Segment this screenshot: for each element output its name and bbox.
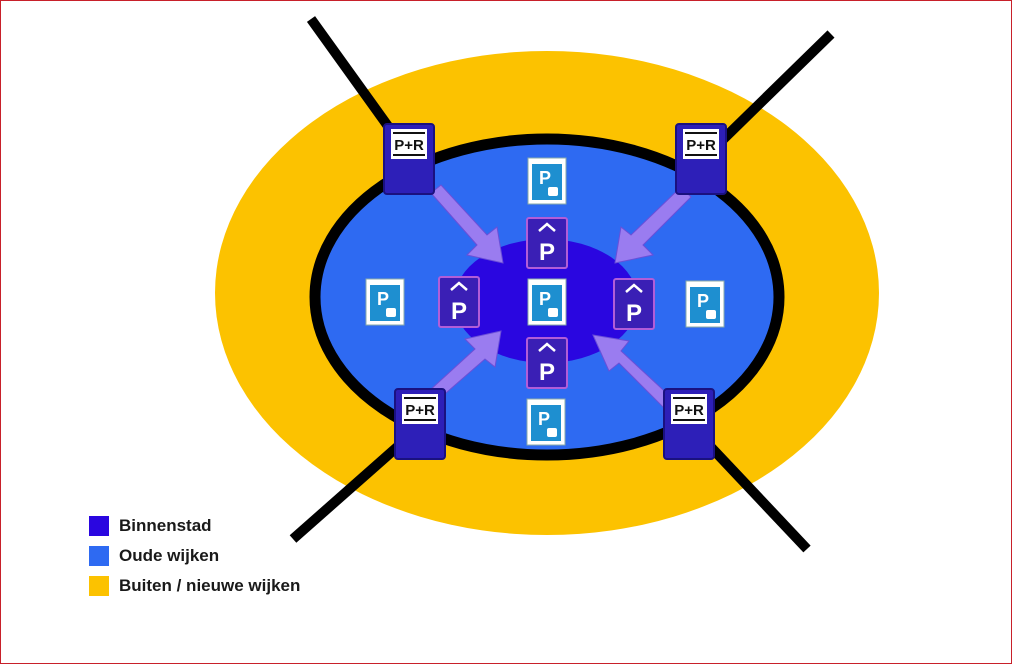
legend-label-buiten: Buiten / nieuwe wijken <box>119 576 301 595</box>
legend: Binnenstad Oude wijken Buiten / nieuwe w… <box>89 511 300 601</box>
parking-garage-label: P <box>451 298 467 325</box>
arrow-northeast <box>614 186 692 264</box>
park-and-ride-sign-icon: P+R <box>394 388 446 460</box>
paid-parking-sign-icon: P <box>527 278 567 326</box>
legend-item-binnenstad: Binnenstad <box>89 511 300 541</box>
transfer-arrows <box>428 184 692 408</box>
park-and-ride-sign-icon: P+R <box>383 123 435 195</box>
arrow-southwest <box>428 330 502 400</box>
arrow-northwest <box>430 184 504 264</box>
parking-garage-label: P <box>626 300 642 327</box>
parking-garage-sign-icon: P <box>526 337 568 389</box>
legend-label-binnenstad: Binnenstad <box>119 516 212 535</box>
paid-parking-label: P <box>538 409 550 429</box>
parking-garage-sign-icon: P <box>526 217 568 269</box>
parking-garage-sign-icon: P <box>613 278 655 330</box>
park-and-ride-sign-icon: P+R <box>663 388 715 460</box>
paid-parking-label: P <box>697 291 709 311</box>
legend-swatch-oude-wijken <box>89 546 109 566</box>
paid-parking-label: P <box>539 168 551 188</box>
paid-parking-sign-icon: P <box>526 398 566 446</box>
legend-item-buiten: Buiten / nieuwe wijken <box>89 571 300 601</box>
park-and-ride-label: P+R <box>686 137 716 154</box>
park-and-ride-label: P+R <box>674 402 704 419</box>
paid-parking-sign-icon: P <box>527 157 567 205</box>
parking-garage-label: P <box>539 359 555 386</box>
paid-parking-label: P <box>539 289 551 309</box>
paid-parking-sign-icon: P <box>685 280 725 328</box>
parking-garage-label: P <box>539 239 555 266</box>
legend-label-oude-wijken: Oude wijken <box>119 546 220 565</box>
park-and-ride-sign-icon: P+R <box>675 123 727 195</box>
legend-swatch-binnenstad <box>89 516 109 536</box>
legend-item-oude-wijken: Oude wijken <box>89 541 300 571</box>
paid-parking-sign-icon: P <box>365 278 405 326</box>
park-and-ride-label: P+R <box>394 137 424 154</box>
paid-parking-label: P <box>377 289 389 309</box>
legend-swatch-buiten <box>89 576 109 596</box>
arrow-southeast <box>592 334 674 408</box>
parking-garage-sign-icon: P <box>438 276 480 328</box>
park-and-ride-label: P+R <box>405 402 435 419</box>
